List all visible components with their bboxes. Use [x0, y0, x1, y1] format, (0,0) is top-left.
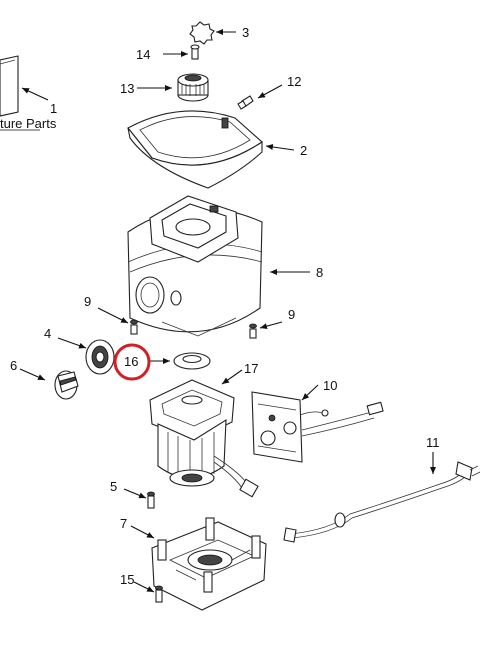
callout-2: 2 — [300, 143, 307, 158]
motor — [149, 379, 259, 498]
highlight-circle — [113, 343, 151, 381]
callout-6: 6 — [10, 358, 17, 373]
leader-lines — [19, 29, 436, 593]
control-board — [251, 391, 384, 463]
callout-7: 7 — [120, 516, 127, 531]
callout-9-left: 9 — [84, 294, 91, 309]
base-housing — [127, 195, 263, 337]
screw-15 — [155, 585, 163, 603]
callout-11: 11 — [426, 435, 440, 450]
callout-12: 12 — [287, 74, 301, 89]
control-knob — [54, 370, 79, 400]
screw-12 — [237, 95, 254, 110]
callout-1: 1 — [50, 101, 57, 116]
callout-17: 17 — [244, 361, 258, 376]
pin — [190, 44, 200, 60]
motor-mount-base — [151, 517, 267, 611]
callout-16: 16 — [124, 354, 138, 369]
literature-booklet — [0, 55, 19, 117]
callout-4: 4 — [44, 326, 51, 341]
trim-ring — [127, 110, 263, 189]
callout-8: 8 — [316, 265, 323, 280]
callout-3: 3 — [242, 25, 249, 40]
callout-5: 5 — [110, 479, 117, 494]
callout-labels: 1 2 3 4 5 6 7 8 9 9 10 11 12 13 14 15 16… — [10, 25, 440, 587]
star-cap — [189, 21, 215, 45]
literature-caption: ture Parts — [0, 116, 57, 131]
callout-13: 13 — [120, 81, 134, 96]
foot-screw-left — [130, 319, 138, 335]
callout-9-right: 9 — [288, 307, 295, 322]
callout-15: 15 — [120, 572, 134, 587]
screw-5 — [147, 491, 155, 509]
callout-10: 10 — [323, 378, 337, 393]
callout-14: 14 — [136, 47, 150, 62]
drive-coupling — [177, 73, 209, 102]
power-cord — [283, 461, 481, 543]
foot-screw-right — [249, 323, 257, 339]
control-bezel — [85, 339, 115, 375]
washer — [173, 352, 211, 370]
